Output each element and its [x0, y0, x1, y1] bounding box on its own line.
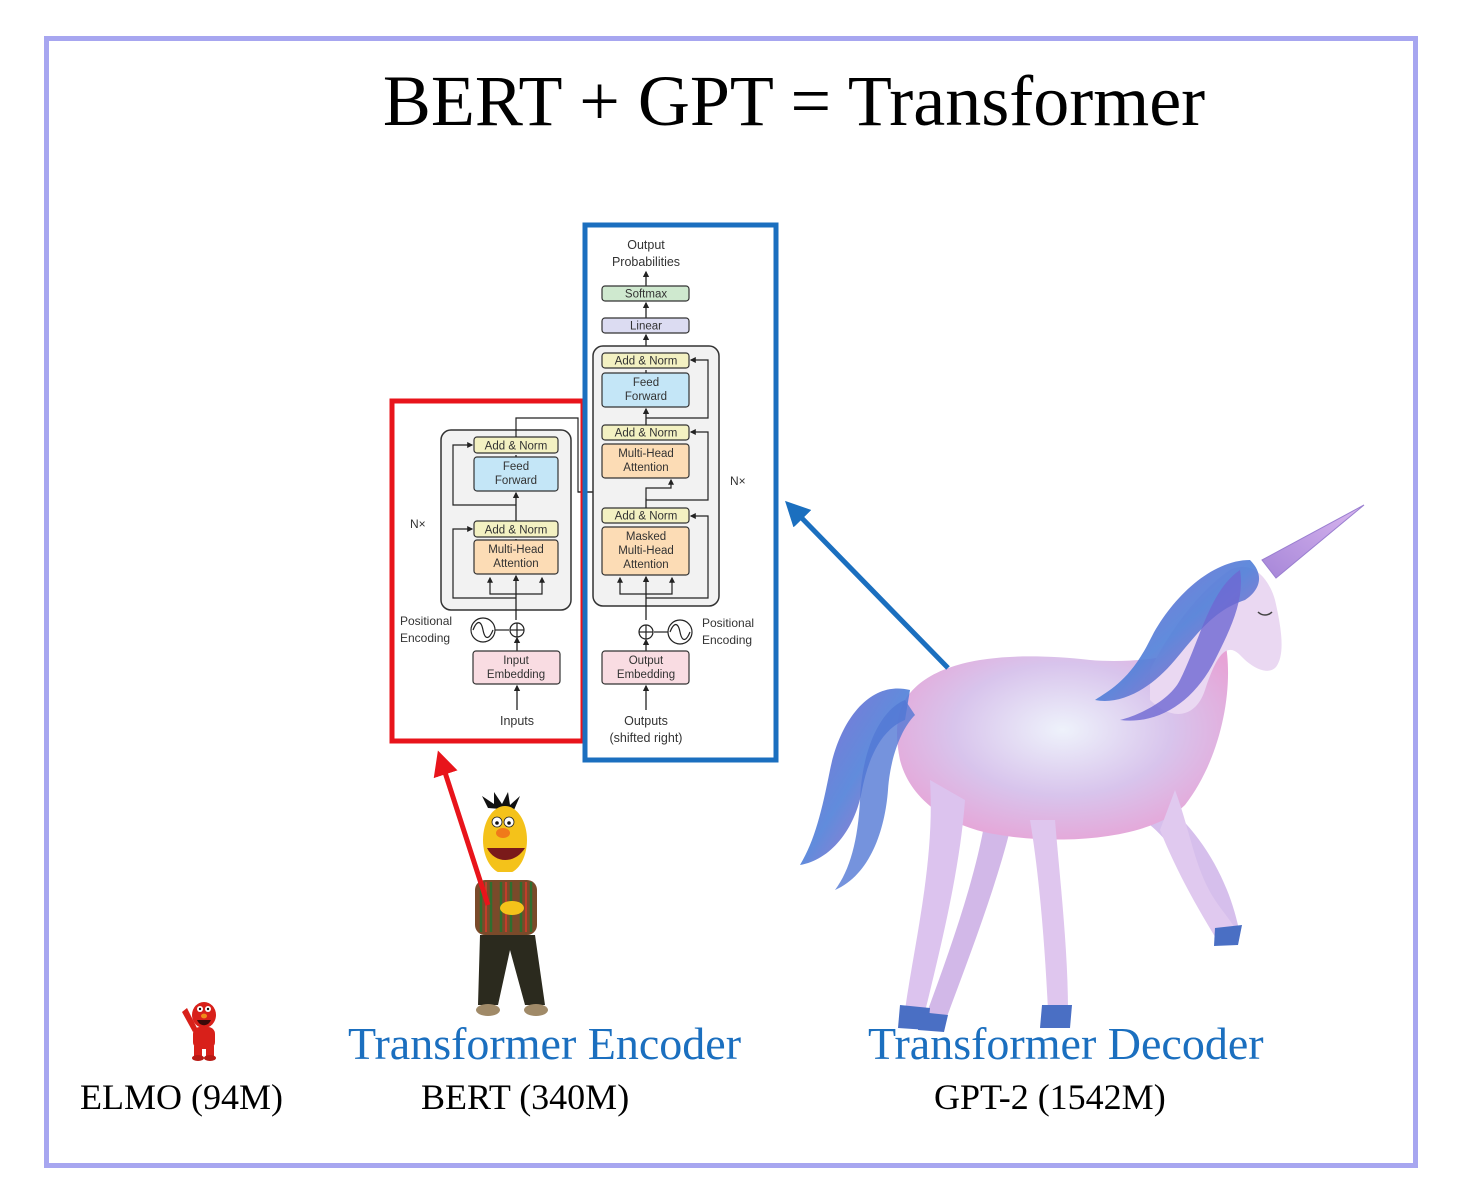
unicorn-illustration — [800, 504, 1365, 1032]
decoder-highlight-box — [582, 222, 779, 763]
decoder-pos-enc-l2: Encoding — [702, 633, 752, 647]
decoder-feed-forward-l1: Feed — [633, 377, 659, 389]
decoder-outputs-l1: Outputs — [624, 714, 668, 728]
bert-to-encoder-arrow — [433, 750, 491, 906]
decoder-output-l1: Output — [627, 238, 665, 252]
encoder-pos-enc-l2: Encoding — [400, 631, 450, 645]
decoder-masked-l2: Multi-Head — [618, 545, 674, 557]
decoder-add-norm-2: Add & Norm — [615, 428, 678, 440]
decoder-add-norm-1: Add & Norm — [615, 356, 678, 368]
elmo-model-label: ELMO (94M) — [80, 1077, 283, 1117]
decoder-block: Output Probabilities Softmax Linear Add … — [592, 238, 754, 745]
unicorn-to-decoder-arrow — [785, 500, 950, 670]
encoder-inputs-label: Inputs — [500, 714, 534, 728]
slide-title: BERT + GPT = Transformer — [382, 61, 1206, 141]
encoder-embed-l2: Embedding — [487, 669, 545, 681]
decoder-embed-l1: Output — [629, 655, 664, 667]
slide-frame — [44, 36, 1418, 1168]
bert-muppet-illustration — [475, 792, 548, 1016]
encoder-nx-label: N× — [410, 517, 426, 531]
decoder-masked-l3: Attention — [623, 559, 668, 571]
decoder-nx-label: N× — [730, 474, 746, 488]
encoder-pos-enc-l1: Positional — [400, 614, 452, 628]
gpt2-model-label: GPT-2 (1542M) — [934, 1077, 1166, 1117]
decoder-masked-l1: Masked — [626, 531, 666, 543]
encoder-feed-forward-l1: Feed — [503, 461, 529, 473]
encoder-mha-l2: Attention — [493, 558, 538, 570]
encoder-mha-l1: Multi-Head — [488, 544, 544, 556]
decoder-pos-enc-l1: Positional — [702, 616, 754, 630]
encoder-block: Add & Norm Feed Forward Add & Norm Multi… — [400, 417, 645, 728]
encoder-feed-forward-l2: Forward — [495, 475, 537, 487]
decoder-linear: Linear — [630, 321, 662, 333]
decoder-feed-forward-l2: Forward — [625, 391, 667, 403]
bert-model-label: BERT (340M) — [421, 1077, 630, 1117]
decoder-mha-l1: Multi-Head — [618, 448, 674, 460]
elmo-muppet-illustration — [182, 1002, 216, 1061]
decoder-mha-l2: Attention — [623, 462, 668, 474]
decoder-softmax: Softmax — [625, 289, 667, 301]
encoder-add-norm-top: Add & Norm — [485, 441, 548, 453]
decoder-add-norm-3: Add & Norm — [615, 511, 678, 523]
decoder-output-l2: Probabilities — [612, 255, 680, 269]
decoder-embed-l2: Embedding — [617, 669, 675, 681]
encoder-add-norm-bottom: Add & Norm — [485, 525, 548, 537]
decoder-caption: Transformer Decoder — [868, 1018, 1264, 1069]
decoder-outputs-l2: (shifted right) — [610, 731, 683, 745]
encoder-caption: Transformer Encoder — [348, 1018, 742, 1069]
encoder-embed-l1: Input — [503, 655, 529, 667]
